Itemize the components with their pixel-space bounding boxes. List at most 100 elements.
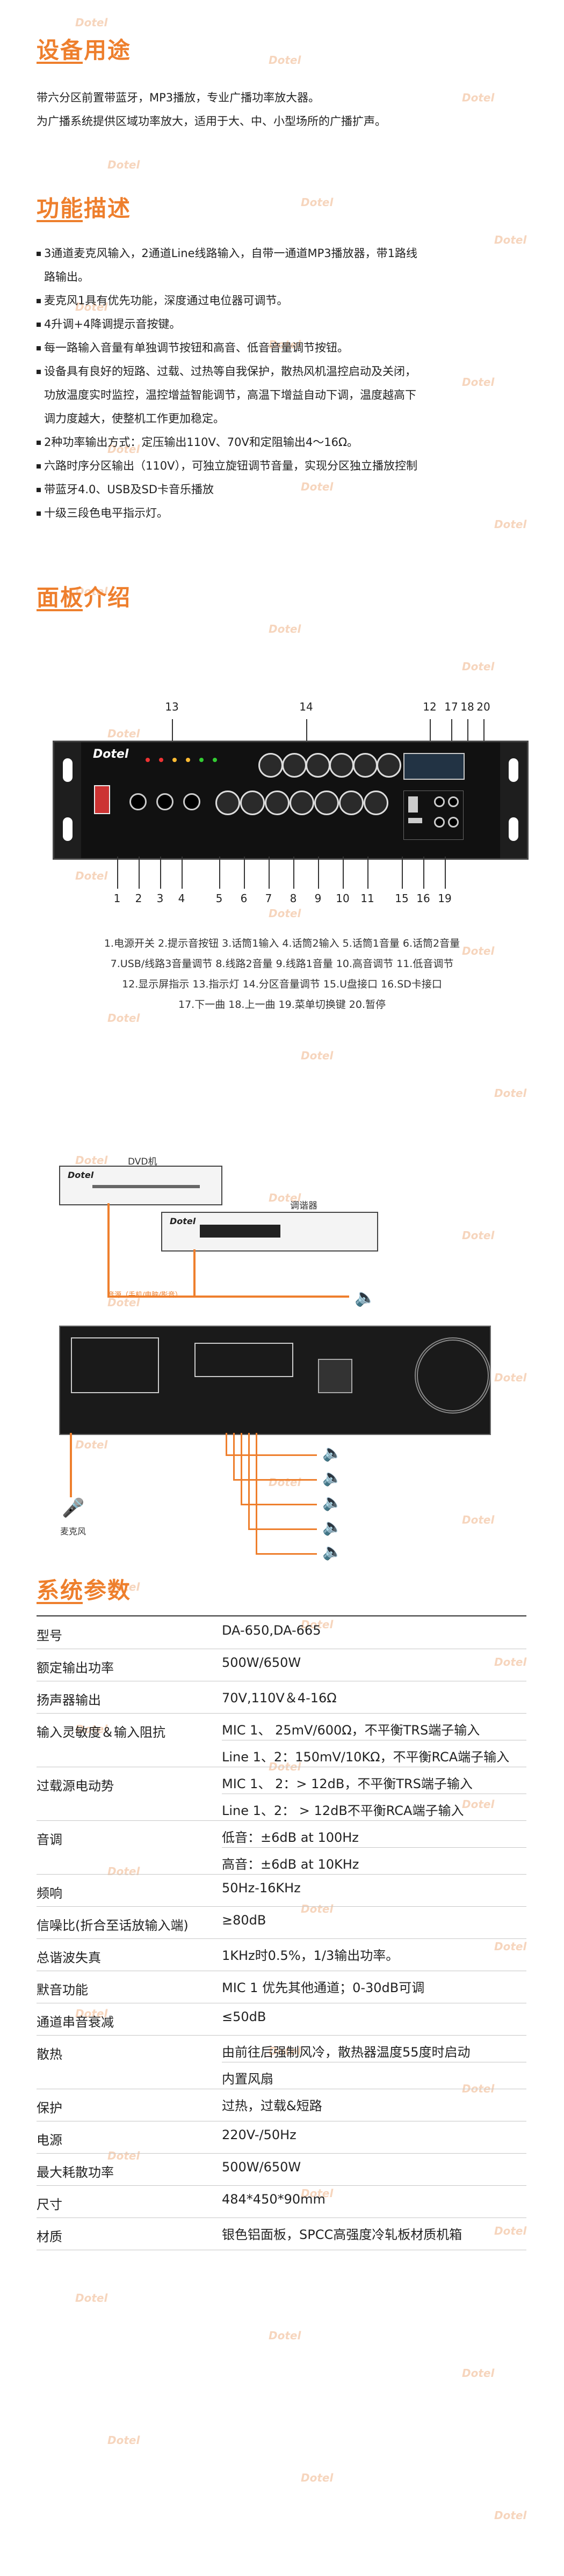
feature-text: 3通道麦克风输入，2通道Line线路输入，自带一通道MP3播放器，带1路线 bbox=[44, 247, 417, 260]
callout-number: 14 bbox=[299, 700, 313, 713]
watermark-text: Dotel bbox=[494, 1656, 527, 1668]
callout-leader bbox=[269, 857, 270, 889]
watermark-text: Dotel bbox=[494, 1940, 527, 1953]
spec-row: 保护过热，过载&短路 bbox=[37, 2089, 526, 2121]
tuner-brand: Dotel bbox=[170, 1216, 196, 1226]
watermark-text: Dotel bbox=[75, 301, 108, 313]
next-track-button[interactable] bbox=[434, 796, 445, 807]
volume-knob[interactable] bbox=[314, 791, 339, 815]
spec-row: 尺寸 484*450*90mm bbox=[37, 2185, 526, 2218]
speaker-icon: 🔈 bbox=[322, 1468, 343, 1487]
feature-text: 六路时序分区输出（110V），可独立旋钮调节音量，实现分区独立播放控制 bbox=[44, 459, 417, 472]
feature-text: 每一路输入音量有单独调节按钮和高音、低音音量调节按钮。 bbox=[44, 341, 349, 354]
zone-volume-knob[interactable] bbox=[329, 753, 354, 778]
volume-knob[interactable] bbox=[265, 791, 290, 815]
chime-button[interactable] bbox=[129, 793, 147, 810]
callout-leader bbox=[219, 857, 220, 889]
watermark-text: Dotel bbox=[462, 91, 495, 104]
callout-leader bbox=[117, 857, 118, 889]
callout-number: 1 bbox=[113, 892, 121, 905]
zone-volume-knob[interactable] bbox=[258, 753, 283, 778]
mic-signal-line bbox=[70, 1433, 72, 1497]
watermark-text: Dotel bbox=[494, 233, 527, 246]
spec-row: 材质银色铝面板，SPCC高强度冷轧板材质机箱 bbox=[37, 2218, 526, 2250]
watermark-text: Dotel bbox=[107, 1296, 140, 1309]
rack-slot bbox=[63, 817, 73, 841]
usage-title: 设备用途 bbox=[37, 37, 132, 63]
volume-knob[interactable] bbox=[364, 791, 388, 815]
tuner-signal-line bbox=[193, 1249, 196, 1298]
callout-leader bbox=[293, 857, 294, 889]
panel-caption-1: 1.电源开关 2.提示音按钮 3.话筒1输入 4.话筒2输入 5.话筒1音量 6… bbox=[104, 938, 460, 949]
volume-knob[interactable] bbox=[339, 791, 364, 815]
spec-label: 散热 bbox=[37, 2047, 62, 2062]
bullet-square-icon bbox=[37, 299, 41, 303]
spec-label: 默音功能 bbox=[37, 1982, 88, 1997]
speaker-icon: 🔈 bbox=[355, 1287, 376, 1307]
callout-leader bbox=[451, 719, 452, 741]
feature-item: 2种功率输出方式：定压输出110V、70V和定阻输出4～16Ω。 bbox=[37, 430, 520, 454]
watermark-text: Dotel bbox=[75, 1154, 108, 1167]
spec-label: 尺寸 bbox=[37, 2197, 62, 2212]
spec-row: 频响 50Hz-16KHz bbox=[37, 1874, 526, 1907]
mic1-jack[interactable] bbox=[156, 793, 173, 810]
mic2-jack[interactable] bbox=[183, 793, 200, 810]
menu-button[interactable] bbox=[434, 817, 445, 828]
spec-label: 通道串音衰减 bbox=[37, 2015, 114, 2030]
spec-label: 型号 bbox=[37, 1628, 62, 1643]
zone-volume-knob[interactable] bbox=[306, 753, 330, 778]
volume-knob[interactable] bbox=[240, 791, 265, 815]
callout-leader bbox=[172, 719, 173, 741]
speaker-icon: 🔈 bbox=[322, 1493, 343, 1512]
panel-title-underline bbox=[37, 609, 83, 611]
callout-number: 13 bbox=[165, 700, 179, 713]
watermark-text: Dotel bbox=[301, 1618, 334, 1631]
spec-value: Line 1、2：150mV/10KΩ，不平衡RCA端子输入 bbox=[222, 1750, 510, 1765]
zone-volume-knob[interactable] bbox=[377, 753, 401, 778]
watermark-text: Dotel bbox=[107, 158, 140, 171]
spec-value: 484*450*90mm bbox=[222, 2192, 326, 2207]
spec-value: 1KHz时0.5%，1/3输出功率。 bbox=[222, 1948, 399, 1963]
microphone-icon: 🎤 bbox=[62, 1497, 85, 1519]
bullet-square-icon bbox=[37, 370, 41, 374]
sd-card-slot[interactable] bbox=[408, 818, 422, 823]
bullet-square-icon bbox=[37, 441, 41, 445]
pause-button[interactable] bbox=[448, 817, 459, 828]
spec-value: 过热，过载&短路 bbox=[222, 2098, 322, 2113]
callout-leader bbox=[182, 857, 183, 889]
watermark-text: Dotel bbox=[107, 443, 140, 456]
spec-value: 50Hz-16KHz bbox=[222, 1880, 301, 1896]
zone-volume-knob[interactable] bbox=[353, 753, 378, 778]
spec-value: ≤50dB bbox=[222, 2009, 266, 2024]
watermark-text: Dotel bbox=[301, 1049, 334, 1062]
spec-label: 频响 bbox=[37, 1886, 62, 1901]
usb-port[interactable] bbox=[408, 796, 418, 813]
volume-knob[interactable] bbox=[215, 791, 240, 815]
zone-line bbox=[226, 1454, 317, 1456]
usage-line-2: 为广播系统提供区域功率放大，适用于大、中、小型场所的广播扩声。 bbox=[37, 115, 386, 128]
mic-label: 麦克风 bbox=[60, 1526, 86, 1536]
callout-leader bbox=[483, 719, 485, 741]
volume-knob[interactable] bbox=[290, 791, 314, 815]
zone-line bbox=[226, 1433, 227, 1454]
watermark-text: Dotel bbox=[75, 16, 108, 29]
zone-line bbox=[256, 1553, 317, 1555]
watermark-text: Dotel bbox=[301, 196, 334, 209]
rack-slot bbox=[63, 758, 73, 782]
bullet-square-icon bbox=[37, 346, 41, 350]
zone-line bbox=[256, 1433, 257, 1553]
watermark-text: Dotel bbox=[494, 1087, 527, 1100]
zone-volume-knob[interactable] bbox=[282, 753, 307, 778]
feature-text: 路输出。 bbox=[44, 270, 89, 283]
panel-caption-3: 12.显示屏指示 13.指示灯 14.分区音量调节 15.U盘接口 16.SD卡… bbox=[122, 978, 442, 990]
watermark-text: Dotel bbox=[462, 2367, 495, 2380]
watermark-text: Dotel bbox=[107, 2434, 140, 2447]
zone-line bbox=[248, 1528, 317, 1530]
watermark-text: Dotel bbox=[301, 1902, 334, 1915]
power-switch[interactable] bbox=[94, 785, 110, 814]
prev-track-button[interactable] bbox=[448, 796, 459, 807]
